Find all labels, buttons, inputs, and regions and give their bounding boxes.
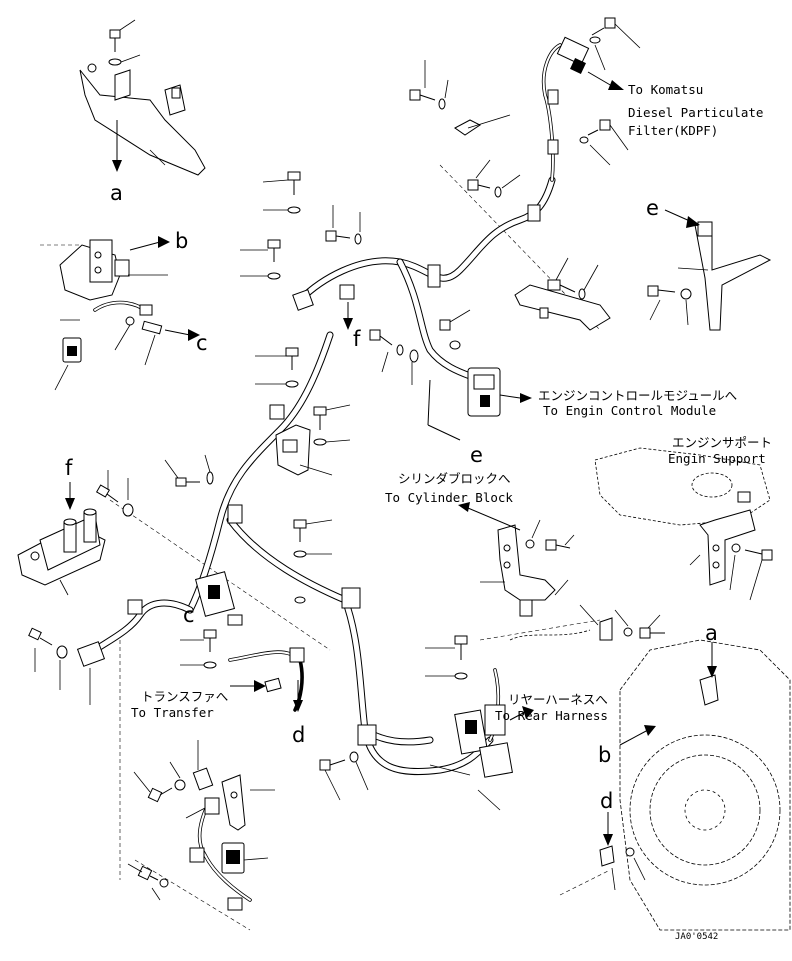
junction-connectors (76, 571, 305, 693)
arrow-icon (254, 680, 266, 692)
clamp-icon (547, 139, 559, 155)
rear-harness-label-jp: リヤーハーネスへ (508, 692, 608, 707)
arrow-icon (65, 498, 75, 510)
callout-c-mid: c (183, 603, 195, 627)
bolt-icon (325, 60, 521, 385)
callout-f-left: f (65, 456, 73, 480)
connector-icon (227, 614, 243, 626)
callout-leaders (230, 302, 461, 712)
transfer-label-jp: トランスファへ (141, 689, 228, 704)
drawing-code: JA0'0542 (675, 932, 718, 942)
harness-clamps (227, 89, 559, 746)
kdpf-label-line1: To Komatsu (628, 82, 703, 97)
callout-e-mid: e (470, 443, 483, 467)
connector-icon (289, 647, 305, 663)
connector-icon (264, 677, 282, 693)
bolt-icon (319, 635, 468, 801)
bracket-icon (275, 424, 333, 476)
transfer-label-en: To Transfer (131, 705, 214, 720)
support-label-en: Engin Support (668, 451, 766, 466)
connector-icon (139, 304, 153, 316)
callout-d-mid: d (292, 723, 305, 747)
arrow-icon (608, 80, 624, 90)
engine-flywheel (599, 639, 791, 931)
clamp-icon (357, 724, 377, 746)
arrow-icon (343, 318, 353, 330)
clamp-icon (292, 289, 314, 311)
arrow-icon (707, 666, 717, 678)
arrow-icon (686, 216, 700, 228)
ecm-label-en: To Engin Control Module (543, 403, 716, 418)
bracket-icon (454, 114, 611, 331)
clamp-icon (339, 284, 355, 300)
kdpf-connector (556, 36, 624, 90)
bracket-b (54, 236, 200, 391)
arrow-icon (458, 502, 470, 512)
support-label-jp: エンジンサポート (672, 435, 772, 450)
connector-icon (227, 897, 243, 911)
relay-block-f (17, 482, 106, 596)
bolt-icon (95, 470, 134, 517)
ecm-label-jp: エンジンコントロールモジュールへ (538, 388, 737, 403)
clamp-icon (269, 404, 285, 420)
callout-e-right: e (646, 196, 659, 220)
arrow-icon (112, 160, 122, 172)
bolt-icon (579, 17, 641, 166)
callout-b-engine: b (598, 743, 611, 767)
kdpf-label-line3: Filter(KDPF) (628, 123, 718, 138)
clamp-icon (547, 89, 559, 105)
ecm-connector (467, 367, 532, 417)
arrow-icon (188, 329, 200, 341)
callout-b-left: b (175, 229, 188, 253)
connector-icon (127, 599, 143, 615)
callout-a-engine: a (705, 621, 718, 645)
arrow-icon (603, 834, 613, 846)
bolt-icon (109, 19, 136, 52)
engine-support (594, 447, 773, 601)
connector-icon (189, 847, 205, 863)
washer-icon (108, 54, 141, 66)
arrow-icon (293, 700, 303, 712)
callout-a-top: a (110, 181, 123, 205)
kdpf-label-line2: Diesel Particulate (628, 105, 763, 120)
arrow-icon (522, 706, 534, 719)
clamp-icon (427, 264, 441, 288)
clamp-icon (527, 204, 541, 222)
bracket-a (79, 63, 206, 176)
callout-c-left: c (196, 331, 208, 355)
cylinder-block-bracket (458, 502, 665, 641)
arrow-icon (520, 393, 532, 403)
speed-sensor-assembly (127, 740, 275, 911)
clamp-icon (227, 504, 243, 524)
rear-harness-connector (429, 704, 534, 811)
connector-icon (519, 599, 533, 617)
bracket-e (647, 209, 772, 331)
arrow-icon (644, 725, 656, 736)
clamp-icon (341, 587, 361, 609)
callout-f-mid: f (353, 327, 361, 351)
connector-icon (204, 797, 220, 815)
cylinder-label-en: To Cylinder Block (385, 490, 513, 505)
bolt-icon (164, 171, 351, 669)
connector-icon (76, 641, 106, 667)
cylinder-label-jp: シリンダブロックへ (398, 471, 511, 486)
bolt-icon (28, 627, 91, 705)
rear-harness-label-en: To Rear Harness (495, 708, 608, 723)
arrow-icon (158, 236, 170, 248)
callout-d-engine: d (600, 789, 613, 813)
